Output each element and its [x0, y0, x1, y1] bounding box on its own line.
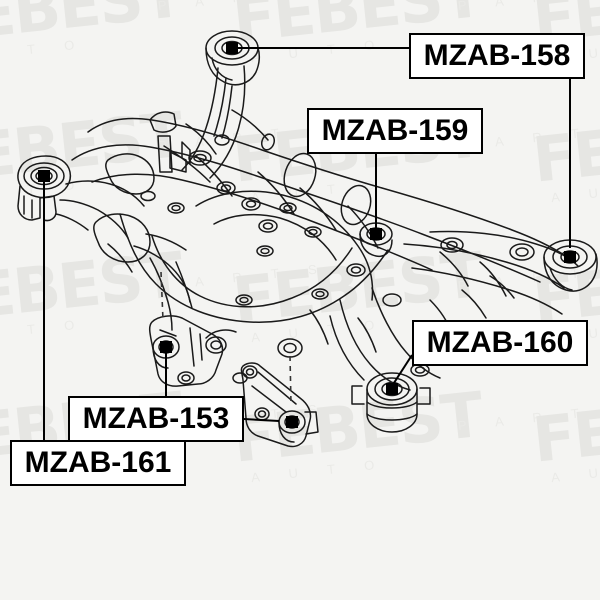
part-number-text: MZAB-160 [426, 326, 574, 359]
part-number-text: MZAB-158 [423, 39, 571, 72]
part-number-label-mzab-159[interactable]: MZAB-159 [307, 108, 483, 154]
marker-lower-right-bushing [386, 383, 398, 395]
dash-right-bracket [289, 355, 292, 405]
marker-top-left-bushing [226, 42, 238, 54]
part-number-label-mzab-161[interactable]: MZAB-161 [10, 440, 186, 486]
subframe-detail-lines [107, 109, 515, 353]
marker-right-bracket [286, 416, 298, 428]
leader-mzab-153-right [243, 418, 280, 422]
marker-left-bracket [160, 341, 172, 353]
part-number-text: MZAB-153 [82, 402, 230, 435]
marker-far-left-bushing [38, 170, 50, 182]
target-markers [38, 42, 576, 428]
part-number-text: MZAB-161 [24, 446, 172, 479]
marker-right-arm-bushing [564, 251, 576, 263]
dash-left-bracket [160, 271, 164, 321]
leader-lines [43, 47, 571, 440]
leader-mzab-160 [391, 354, 413, 387]
far-left-bushing [17, 155, 72, 222]
lower-right-bushing [351, 372, 431, 433]
subframe-holes [140, 133, 535, 384]
part-number-label-mzab-153[interactable]: MZAB-153 [68, 396, 244, 442]
marker-center-bushing [370, 228, 382, 240]
part-number-text: MZAB-159 [321, 114, 469, 147]
part-number-label-mzab-160[interactable]: MZAB-160 [412, 320, 588, 366]
assembly-dashed-lines [160, 271, 292, 405]
part-number-label-mzab-158[interactable]: MZAB-158 [409, 33, 585, 79]
